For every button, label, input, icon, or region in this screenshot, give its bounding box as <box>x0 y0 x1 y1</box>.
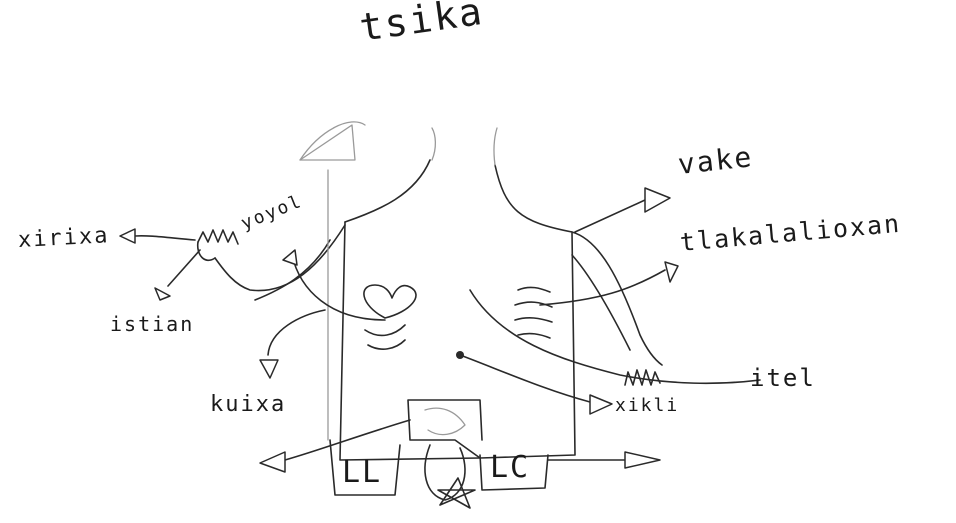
tsika-pointer <box>300 122 365 440</box>
vake-arrowhead <box>645 188 670 212</box>
xirixa-arrowhead <box>120 229 135 243</box>
label-kuixa: kuixa <box>210 392 286 417</box>
left-arm-inner <box>255 240 330 300</box>
xikli-pointer <box>460 355 590 402</box>
istian-arrowhead <box>155 288 170 300</box>
itel-pointer <box>470 290 760 383</box>
yoyol-pointer <box>292 255 385 320</box>
kuixa-pointer <box>268 310 325 355</box>
label-xikli: xikli <box>615 395 679 416</box>
label-xirixa: xirixa <box>17 223 110 253</box>
heart-lines <box>365 325 405 349</box>
xirixa-pointer <box>135 236 195 240</box>
right-leg-arrowhead <box>625 452 660 468</box>
label-left-knee: LL <box>342 455 382 490</box>
neck-left <box>432 128 435 160</box>
groin-shading <box>425 408 465 434</box>
right-arm-inner <box>572 255 630 350</box>
ribs <box>515 287 552 338</box>
label-itel: itel <box>750 364 816 392</box>
vake-pointer <box>575 200 645 232</box>
heart-drawing <box>364 285 416 318</box>
istian-pointer <box>168 250 200 286</box>
tlakalalioxan-arrowhead <box>665 262 678 282</box>
left-shoulder <box>345 160 430 222</box>
left-leg-arrowhead <box>260 452 285 472</box>
center-leg <box>425 445 465 500</box>
label-istian: istian <box>110 312 194 336</box>
left-leg-pointer <box>285 420 410 460</box>
neck-right <box>494 128 497 165</box>
groin-box <box>408 400 482 458</box>
yoyol-arrowhead <box>283 250 297 265</box>
left-hand <box>198 242 215 260</box>
kuixa-arrowhead <box>260 360 278 378</box>
xikli-arrowhead <box>590 395 612 414</box>
tsika-arrowhead <box>300 125 355 160</box>
left-hand-fingers <box>198 230 238 244</box>
label-right-knee: LC <box>490 450 530 485</box>
